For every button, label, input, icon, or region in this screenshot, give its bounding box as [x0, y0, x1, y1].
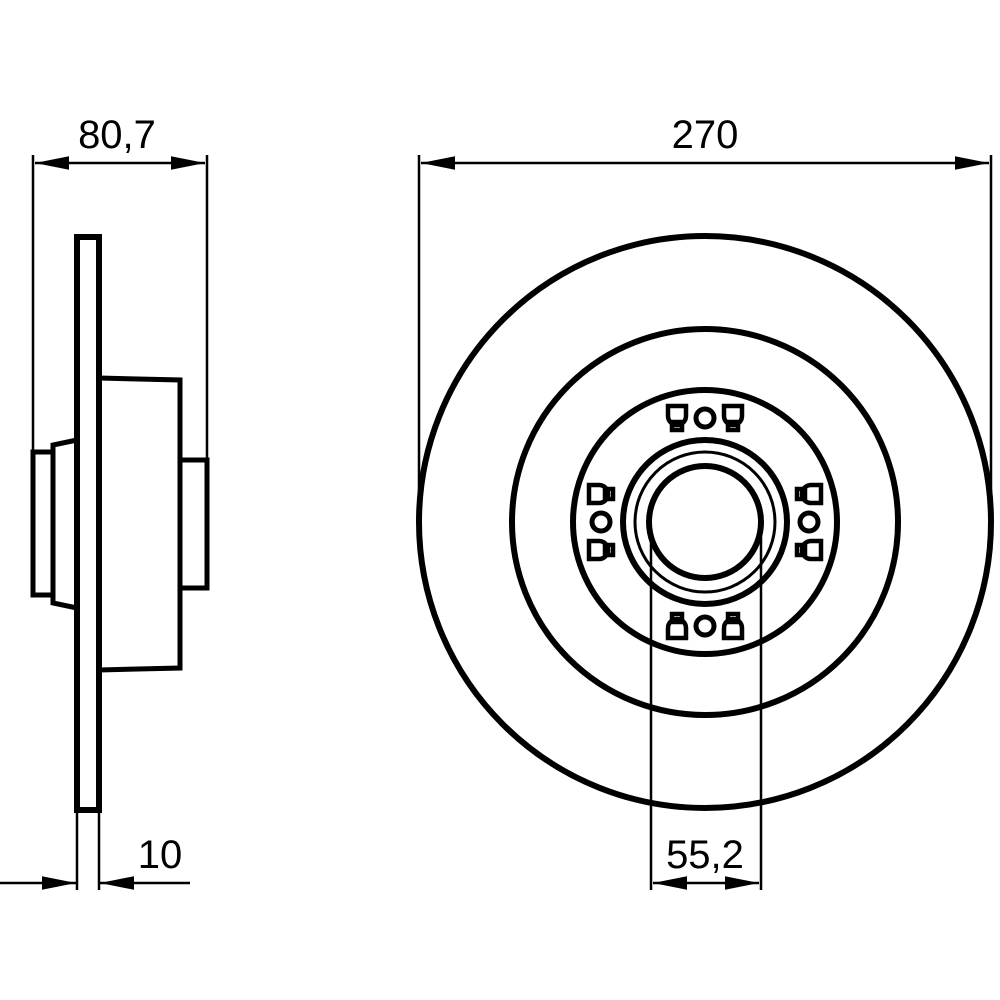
outer-diameter-label: 270	[672, 113, 739, 157]
stud-rivet	[794, 482, 824, 506]
stud-clusters	[586, 403, 824, 641]
bearing-bore	[646, 463, 764, 581]
stud-rivet	[794, 538, 824, 562]
stud-rivet	[721, 611, 745, 641]
hub-width-label: 80,7	[78, 113, 156, 157]
stud-rivet	[665, 611, 689, 641]
hub-flange-edge	[570, 387, 840, 657]
stud-rivet	[586, 538, 616, 562]
stud-hole	[693, 614, 717, 638]
stud-hole	[589, 510, 613, 534]
hub-left-flange	[50, 437, 78, 611]
hub-left-boss	[30, 449, 53, 598]
front-view-extension-lines	[417, 155, 993, 890]
side-view	[30, 234, 210, 813]
bore-diameter-label: 55,2	[666, 833, 744, 877]
dim-bore-diameter: 55,2	[653, 833, 759, 890]
front-view	[416, 233, 994, 811]
bearing-housing-outer	[620, 437, 790, 607]
friction-ring-inner-edge	[509, 326, 901, 718]
stud-cluster	[665, 611, 745, 641]
stud-hole	[693, 406, 717, 430]
stud-cluster	[794, 482, 824, 562]
dim-disc-thickness: 10	[0, 833, 190, 890]
disc-outer-edge	[416, 233, 994, 811]
hub-right-boss	[180, 457, 210, 591]
stud-cluster	[665, 403, 745, 433]
disc-plate	[74, 234, 102, 813]
dim-hub-width: 80,7	[35, 113, 205, 170]
stud-rivet	[721, 403, 745, 433]
stud-rivet	[665, 403, 689, 433]
bearing-housing-ring	[633, 450, 777, 594]
stud-cluster	[586, 482, 616, 562]
dim-outer-diameter: 270	[421, 113, 989, 170]
stud-hole	[797, 510, 821, 534]
stud-rivet	[586, 482, 616, 506]
disc-thickness-label: 10	[138, 833, 183, 877]
hub-body	[98, 375, 183, 673]
side-view-extension-lines	[31, 155, 209, 890]
